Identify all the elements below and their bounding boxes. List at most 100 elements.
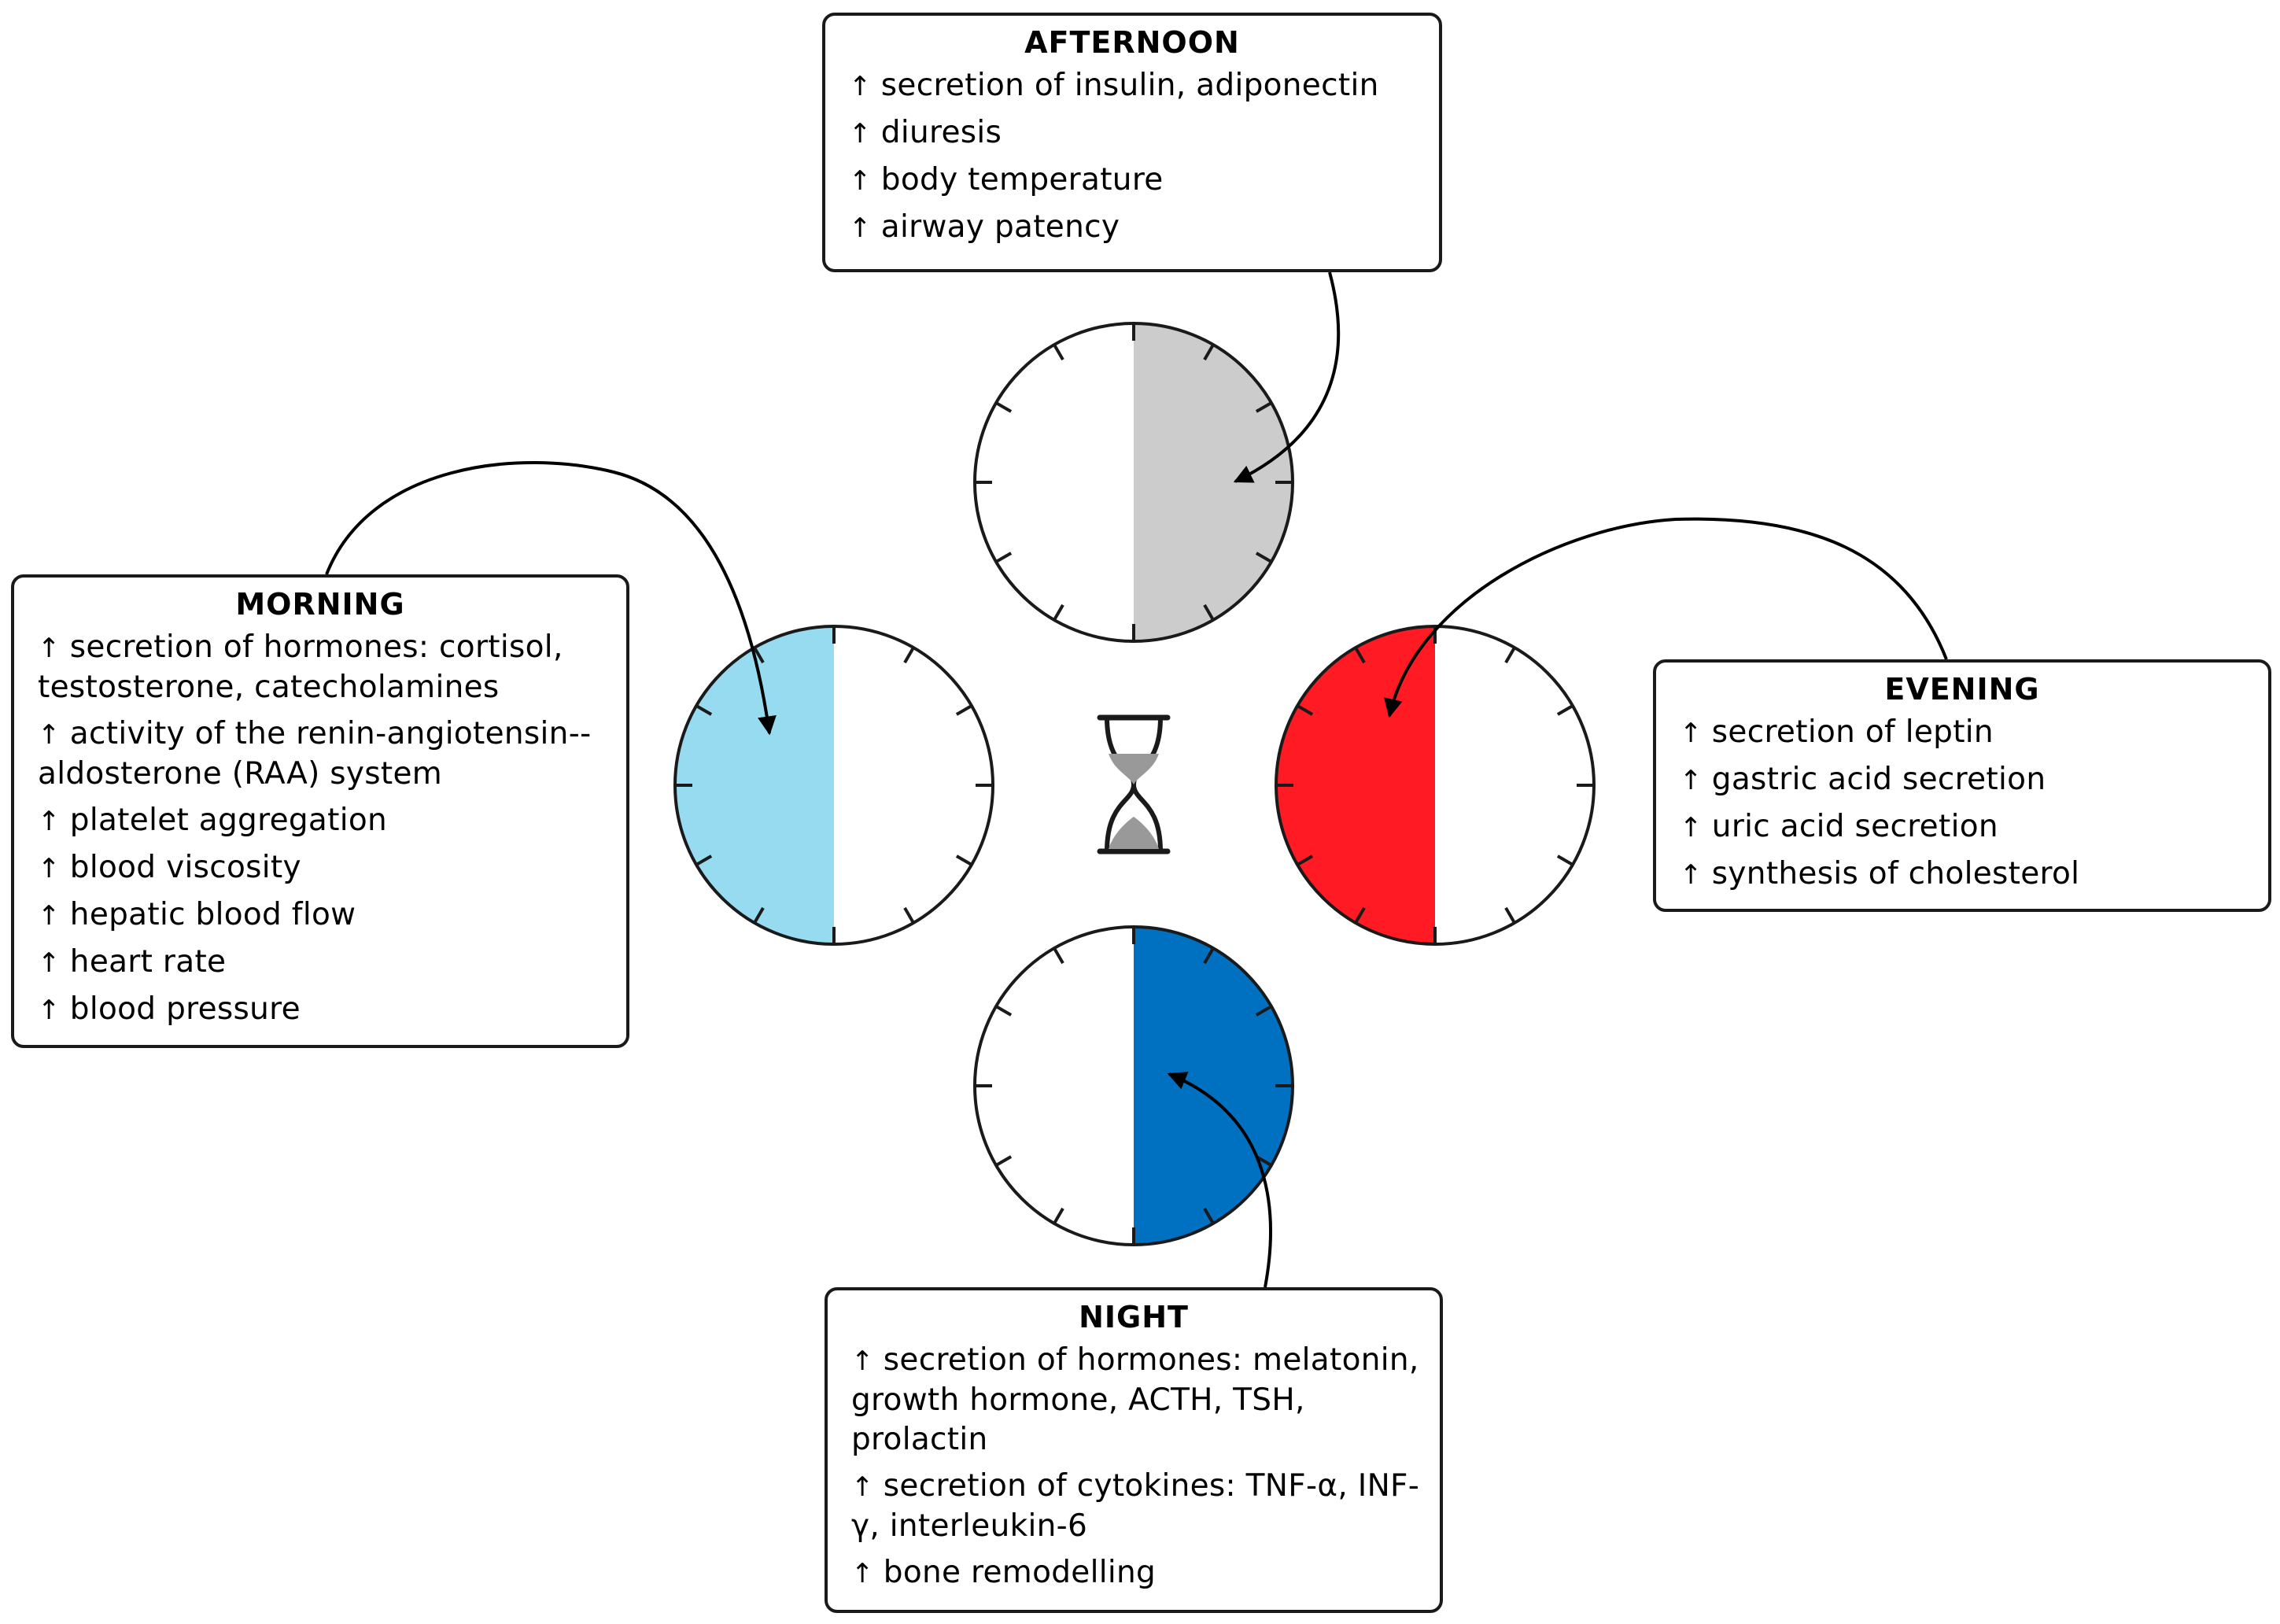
night-title: NIGHT bbox=[1079, 1300, 1189, 1334]
night-box: NIGHT ↑secretion of hormones: melatonin,… bbox=[825, 1287, 1443, 1613]
up-arrow-icon: ↑ bbox=[38, 947, 61, 979]
clock-tick bbox=[695, 854, 713, 866]
list-item: ↑body temperature bbox=[849, 161, 1425, 201]
item-text: secretion of insulin, adiponectin bbox=[880, 68, 1379, 103]
up-arrow-icon: ↑ bbox=[1680, 765, 1703, 796]
list-item: ↑synthesis of cholesterol bbox=[1680, 854, 2254, 895]
evening-title: EVENING bbox=[1884, 672, 2040, 707]
list-item: ↑secretion of cytokines: TNF-α, INF-γ, i… bbox=[851, 1467, 1426, 1546]
night-clock-icon bbox=[973, 925, 1294, 1246]
up-arrow-icon: ↑ bbox=[851, 1558, 874, 1589]
morning-title: MORNING bbox=[235, 587, 405, 622]
item-text: diuresis bbox=[880, 115, 1002, 150]
up-arrow-icon: ↑ bbox=[38, 633, 61, 664]
clock-tick bbox=[1053, 603, 1064, 621]
clock-tick bbox=[903, 906, 915, 924]
afternoon-title: AFTERNOON bbox=[1024, 25, 1240, 60]
up-arrow-icon: ↑ bbox=[851, 1345, 874, 1377]
item-text: gastric acid secretion bbox=[1711, 762, 2046, 797]
item-text: secretion of hormones: melatonin, growth… bbox=[851, 1342, 1419, 1457]
clock-tick bbox=[1203, 1207, 1215, 1224]
item-text: activity of the renin-angiotensin--aldos… bbox=[38, 716, 592, 792]
item-text: bone remodelling bbox=[883, 1555, 1157, 1590]
list-item: ↑ secretion of insulin, adiponectin bbox=[849, 66, 1425, 106]
list-item: ↑ gastric acid secretion bbox=[1680, 760, 2254, 800]
clock-tick bbox=[955, 854, 972, 866]
morning-clock-icon bbox=[673, 625, 994, 946]
clock-tick bbox=[1053, 1207, 1064, 1224]
list-item: ↑activity of the renin-angiotensin--aldo… bbox=[38, 714, 612, 794]
clock-shaded-half bbox=[1134, 927, 1293, 1245]
list-item: ↑secretion of hormones: cortisol, testos… bbox=[38, 628, 612, 707]
clock-tick bbox=[1255, 552, 1272, 563]
clock-tick bbox=[1053, 344, 1064, 361]
clock-tick bbox=[1203, 344, 1215, 361]
clock-tick bbox=[1255, 401, 1272, 413]
list-item: ↑ diuresis bbox=[849, 113, 1425, 153]
clock-tick bbox=[1504, 906, 1516, 924]
list-item: ↑airway patency bbox=[849, 208, 1425, 248]
clock-tick bbox=[995, 1005, 1013, 1017]
clock-shaded-half bbox=[1276, 626, 1435, 944]
night-list: ↑secretion of hormones: melatonin, growt… bbox=[828, 1341, 1440, 1593]
list-item: ↑ bone remodelling bbox=[851, 1553, 1426, 1593]
evening-list: ↑ secretion of leptin ↑ gastric acid secre… bbox=[1656, 713, 2268, 895]
up-arrow-icon: ↑ bbox=[1680, 718, 1703, 749]
night-connector-arrow bbox=[1167, 1072, 1272, 1288]
up-arrow-icon: ↑ bbox=[849, 165, 872, 197]
list-item: ↑ uric acid secretion bbox=[1680, 807, 2254, 847]
clock-tick bbox=[995, 1155, 1013, 1167]
morning-connector-arrow bbox=[325, 461, 777, 736]
clock-tick bbox=[903, 647, 915, 664]
clock-shaded-half bbox=[675, 626, 834, 944]
list-item: ↑ secretion of leptin bbox=[1680, 713, 2254, 753]
up-arrow-icon: ↑ bbox=[849, 71, 872, 102]
afternoon-list: ↑secretion of insulin, adiponectin ↑diur… bbox=[825, 66, 1439, 248]
up-arrow-icon: ↑ bbox=[38, 853, 61, 884]
item-text: uric acid secretion bbox=[1711, 809, 1998, 844]
list-item: ↑ blood viscosity bbox=[38, 848, 612, 888]
clock-tick bbox=[1354, 906, 1366, 924]
up-arrow-icon: ↑ bbox=[38, 900, 61, 932]
item-text: hepatic blood flow bbox=[69, 897, 356, 932]
clock-tick bbox=[995, 401, 1013, 413]
item-text: blood viscosity bbox=[69, 850, 301, 885]
list-item: ↑ platelet aggregation bbox=[38, 801, 612, 841]
item-text: body temperature bbox=[880, 162, 1164, 197]
item-text: platelet aggregation bbox=[69, 803, 388, 838]
up-arrow-icon: ↑ bbox=[849, 118, 872, 149]
list-item: ↑secretion of hormones: melatonin, growt… bbox=[851, 1341, 1426, 1460]
list-item: ↑blood pressure bbox=[38, 990, 612, 1030]
item-text: airway patency bbox=[880, 209, 1120, 245]
clock-shaded-half bbox=[1134, 323, 1293, 641]
clock-tick bbox=[753, 906, 765, 924]
list-item: ↑heart rate bbox=[38, 943, 612, 983]
clock-tick bbox=[1255, 1005, 1272, 1017]
clock-tick bbox=[1556, 704, 1573, 716]
clock-tick bbox=[1203, 603, 1215, 621]
up-arrow-icon: ↑ bbox=[1680, 812, 1703, 843]
clock-tick bbox=[1053, 947, 1064, 965]
up-arrow-icon: ↑ bbox=[851, 1471, 874, 1503]
afternoon-connector-arrow bbox=[1233, 271, 1341, 483]
clock-tick bbox=[995, 552, 1013, 563]
up-arrow-icon: ↑ bbox=[38, 995, 61, 1026]
up-arrow-icon: ↑ bbox=[38, 806, 61, 837]
evening-clock-icon bbox=[1275, 625, 1596, 946]
evening-box: EVENING ↑ secretion of leptin ↑ gastric ac… bbox=[1653, 659, 2271, 912]
clock-tick bbox=[1203, 947, 1215, 965]
up-arrow-icon: ↑ bbox=[38, 719, 61, 751]
item-text: secretion of hormones: cortisol, testost… bbox=[38, 629, 563, 705]
clock-tick bbox=[753, 647, 765, 664]
item-text: secretion of leptin bbox=[1711, 714, 1994, 750]
clock-tick bbox=[1297, 704, 1314, 716]
clock-tick bbox=[1297, 854, 1314, 866]
list-item: ↑hepatic blood flow bbox=[38, 895, 612, 936]
clock-tick bbox=[1354, 647, 1366, 664]
clock-tick bbox=[1556, 854, 1573, 866]
morning-box: MORNING ↑secretion of hormones: cortisol… bbox=[11, 574, 629, 1048]
evening-connector-arrow bbox=[1384, 517, 1948, 718]
item-text: secretion of cytokines: TNF-α, INF-γ, in… bbox=[851, 1468, 1420, 1544]
item-text: heart rate bbox=[69, 944, 227, 980]
